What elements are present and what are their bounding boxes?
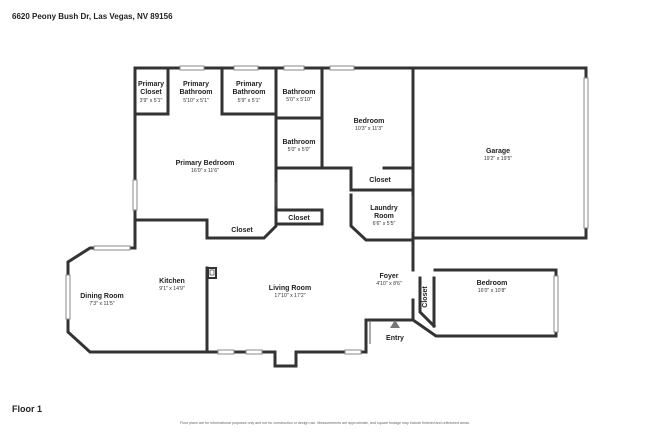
kitchen-column-inner xyxy=(209,269,215,276)
primary-closet-label-1: Primary xyxy=(138,81,164,88)
primary-bathroom-2-dims: 5'9" x 5'1" xyxy=(238,98,261,104)
laundry-label-2: Room xyxy=(374,213,394,220)
laundry-dims: 6'6" x 5'5" xyxy=(373,221,396,227)
primary-closet-dims: 3'9" x 5'1" xyxy=(140,98,163,104)
foyer-label: Foyer xyxy=(379,273,398,280)
bathroom-2-label: Bathroom xyxy=(282,139,315,146)
laundry-label-1: Laundry xyxy=(370,205,398,212)
primary-bedroom-dims: 16'0" x 11'6" xyxy=(191,168,219,174)
walls xyxy=(66,66,588,368)
room-labels: Primary Closet 3'9" x 5'1" Primary Bathr… xyxy=(80,81,512,342)
entry-label: Entry xyxy=(386,335,404,342)
living-room-label: Living Room xyxy=(269,285,311,292)
primary-bathroom-1-dims: 5'10" x 5'1" xyxy=(183,98,209,104)
garage-label: Garage xyxy=(486,148,510,155)
primary-closet-label-2: Closet xyxy=(140,89,162,96)
floor-label: Floor 1 xyxy=(12,404,43,414)
foyer-dims: 4'10" x 8'6" xyxy=(376,281,402,287)
closet-right-label: Closet xyxy=(422,286,429,308)
bedroom-right-label: Bedroom xyxy=(477,280,508,287)
primary-bedroom-label: Primary Bedroom xyxy=(176,160,235,167)
garage-dims: 19'2" x 19'5" xyxy=(484,156,513,162)
bathroom-1-label: Bathroom xyxy=(282,89,315,96)
bedroom-right-dims: 16'0" x 10'8" xyxy=(478,288,507,294)
primary-bathroom-2-label-1: Primary xyxy=(236,81,262,88)
dining-room-label: Dining Room xyxy=(80,293,124,300)
bathroom-1-dims: 5'0" x 5'10" xyxy=(286,97,312,103)
disclaimer-text: Floor plans are for informational purpos… xyxy=(180,421,470,425)
kitchen-label: Kitchen xyxy=(159,278,185,285)
door-lines xyxy=(275,182,413,344)
closet-primary-label: Closet xyxy=(231,227,253,234)
dining-room-dims: 7'3" x 11'5" xyxy=(89,301,114,307)
windows xyxy=(65,65,589,355)
closet-hall-label: Closet xyxy=(288,215,310,222)
primary-bathroom-2-label-2: Bathroom xyxy=(232,89,265,96)
living-room-dims: 17'10" x 17'2" xyxy=(274,293,305,299)
bedroom-top-dims: 10'3" x 11'3" xyxy=(355,126,383,132)
primary-bathroom-1-label-1: Primary xyxy=(183,81,209,88)
bedroom-top-label: Bedroom xyxy=(354,118,385,125)
address-title: 6620 Peony Bush Dr, Las Vegas, NV 89156 xyxy=(12,12,173,21)
closet-bedroom-label: Closet xyxy=(369,177,391,184)
bathroom-2-dims: 5'0" x 5'0" xyxy=(288,147,311,153)
kitchen-dims: 9'1" x 14'9" xyxy=(159,286,185,292)
primary-bathroom-1-label-2: Bathroom xyxy=(179,89,212,96)
entry-arrow-icon xyxy=(390,320,400,328)
